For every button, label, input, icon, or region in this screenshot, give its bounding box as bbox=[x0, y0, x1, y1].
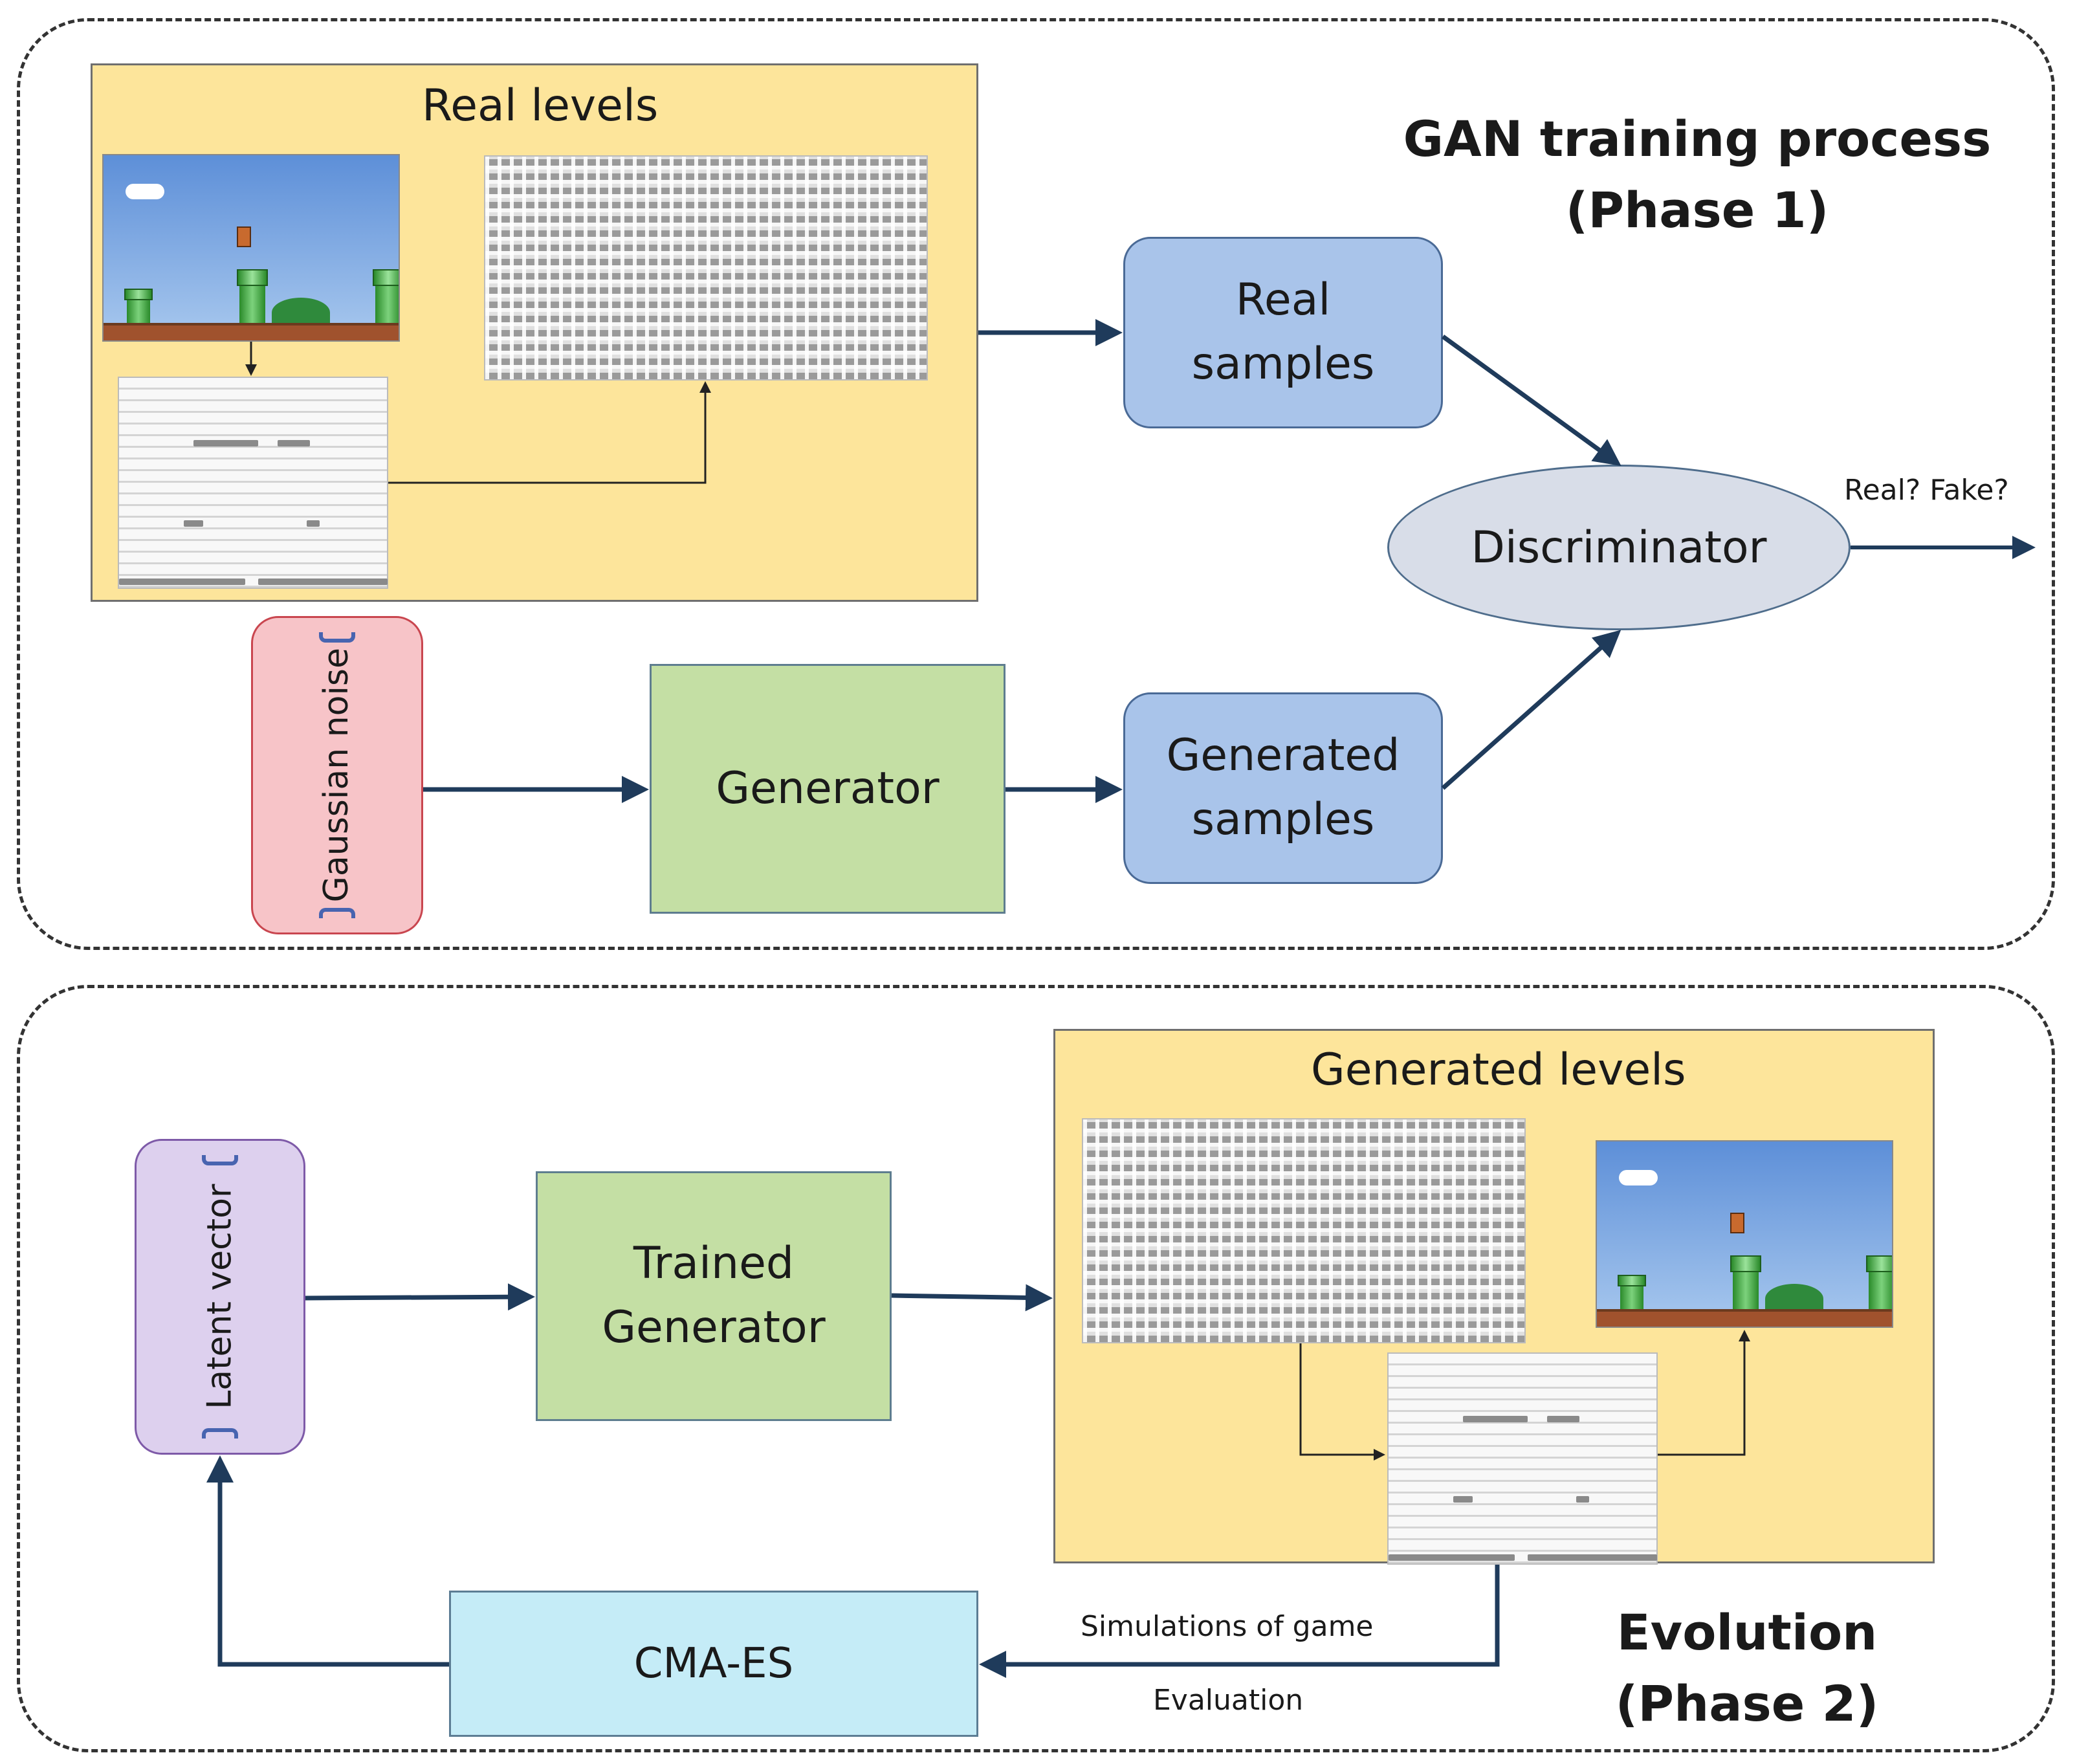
generated-levels-label: Generated levels bbox=[1311, 1044, 1686, 1096]
output-label: Real? Fake? bbox=[1844, 474, 2009, 507]
phase1-title-line1: GAN training process bbox=[1403, 110, 1992, 168]
phase2-title: Evolution (Phase 2) bbox=[1553, 1597, 1941, 1739]
cloud-icon bbox=[1619, 1170, 1658, 1185]
real-samples-line2: samples bbox=[1191, 338, 1375, 390]
hill-icon bbox=[272, 298, 330, 327]
arrow-latent-to-trained-generator bbox=[305, 1283, 535, 1311]
pipe-icon bbox=[1866, 1255, 1892, 1314]
pipe-icon bbox=[373, 269, 399, 327]
cloud-icon bbox=[126, 184, 164, 199]
arrow-generated-samples-to-discriminator bbox=[1441, 630, 1621, 790]
generator-label: Generator bbox=[716, 762, 940, 814]
trained-generator-line2: Generator bbox=[602, 1302, 826, 1353]
real-levels-label: Real levels bbox=[422, 80, 659, 131]
generated-samples-box: Generated samples bbox=[1123, 692, 1443, 884]
arrow-real-samples-to-discriminator bbox=[1441, 335, 1621, 467]
generated-level-text-representation bbox=[1387, 1352, 1658, 1565]
generator-box: Generator bbox=[650, 664, 1006, 914]
trained-generator-box: Trained Generator bbox=[536, 1171, 892, 1421]
latent-vector-box: Latent vector bbox=[135, 1139, 305, 1455]
arrow-text-to-grid bbox=[388, 381, 711, 484]
block-icon bbox=[237, 226, 251, 247]
simulation-label: Simulations of game bbox=[1081, 1610, 1374, 1643]
cmaes-label: CMA-ES bbox=[633, 1639, 794, 1688]
real-level-encoded-grid bbox=[484, 155, 928, 380]
ground-strip bbox=[104, 323, 399, 340]
arrow-levels-to-cmaes bbox=[979, 1565, 1500, 1678]
ground-strip bbox=[1597, 1309, 1892, 1327]
evaluation-label: Evaluation bbox=[1153, 1684, 1304, 1717]
arrow-trained-generator-to-levels bbox=[891, 1284, 1053, 1312]
pipe-icon bbox=[1730, 1255, 1761, 1314]
generated-level-screenshot bbox=[1596, 1140, 1893, 1328]
generated-samples-line2: samples bbox=[1191, 794, 1375, 845]
pipe-icon bbox=[237, 269, 268, 327]
trained-generator-line1: Trained bbox=[633, 1238, 795, 1290]
pipe-icon bbox=[1618, 1275, 1646, 1314]
gaussian-noise-box: Gaussian noise bbox=[251, 616, 423, 934]
generated-level-encoded-grid bbox=[1082, 1118, 1526, 1343]
hill-icon bbox=[1765, 1284, 1823, 1314]
arrow-text-to-screenshot bbox=[1658, 1330, 1750, 1456]
phase2-title-line1: Evolution bbox=[1616, 1604, 1878, 1661]
phase1-title-line2: (Phase 1) bbox=[1565, 181, 1829, 239]
discriminator-node: Discriminator bbox=[1387, 465, 1851, 630]
real-samples-box: Real samples bbox=[1123, 237, 1443, 428]
phase1-frame bbox=[17, 18, 2055, 950]
discriminator-label: Discriminator bbox=[1471, 522, 1767, 573]
real-level-text-representation bbox=[118, 377, 388, 589]
generated-samples-line1: Generated bbox=[1166, 730, 1400, 782]
phase1-title: GAN training process (Phase 1) bbox=[1390, 104, 2005, 246]
phase2-frame bbox=[17, 985, 2055, 1752]
pipe-icon bbox=[124, 289, 153, 327]
arrow-grid-to-text bbox=[1299, 1343, 1385, 1461]
real-level-screenshot bbox=[102, 154, 400, 342]
phase2-title-line2: (Phase 2) bbox=[1615, 1675, 1879, 1733]
cmaes-box: CMA-ES bbox=[449, 1591, 978, 1737]
real-samples-line1: Real bbox=[1235, 274, 1331, 326]
arrow-cmaes-to-latent bbox=[206, 1455, 449, 1667]
block-icon bbox=[1730, 1213, 1744, 1233]
